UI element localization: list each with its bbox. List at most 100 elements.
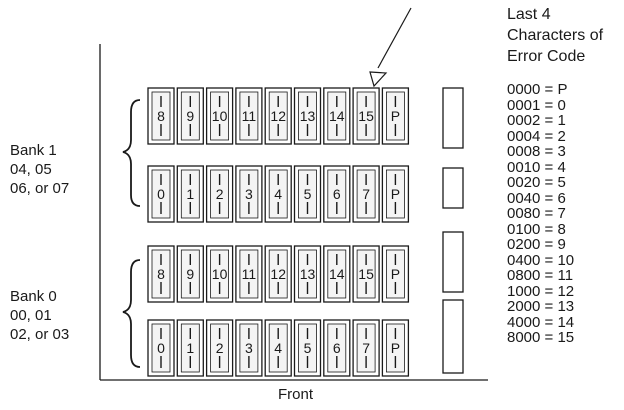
slot-label: 6 — [333, 340, 341, 356]
bank1-brace — [122, 99, 141, 207]
slot-label-backdrop — [153, 107, 169, 124]
memory-slot: 10 — [205, 245, 234, 303]
slot-label: 9 — [186, 108, 194, 124]
slot-label: 8 — [157, 108, 165, 124]
memory-slot: 8 — [147, 87, 175, 145]
memory-slot: 4 — [264, 165, 292, 223]
bank0-title: Bank 0 — [10, 288, 57, 305]
slot-label: 10 — [212, 108, 228, 124]
slot-label: 4 — [274, 186, 282, 202]
slot-label-backdrop — [270, 339, 287, 356]
memory-slot: P — [381, 319, 410, 377]
bank1-line: 06, or 07 — [10, 180, 70, 197]
error-code-entry: 0020 = 5 — [507, 174, 566, 191]
memory-slot: 7 — [352, 165, 380, 223]
memory-slot: 4 — [264, 319, 292, 377]
bank0-label: Bank 0 00, 01 02, or 03 — [10, 287, 69, 344]
memory-slot: 15 — [352, 245, 380, 303]
memory-slot: 1 — [176, 165, 204, 223]
slot-label: 15 — [358, 108, 374, 124]
memory-slot: P — [381, 87, 410, 145]
bank1-label: Bank 1 04, 05 06, or 07 — [10, 141, 69, 198]
slot-label: 7 — [362, 340, 370, 356]
memory-slot: 11 — [235, 245, 263, 303]
slot-label-backdrop — [299, 265, 316, 282]
connector-2 — [442, 167, 464, 209]
error-code-entry: 4000 = 14 — [507, 313, 575, 331]
slot-label: 1 — [186, 340, 194, 356]
error-code-entry: 0004 = 2 — [507, 127, 566, 145]
memory-slot: 1 — [176, 319, 204, 377]
slot-label-backdrop — [270, 107, 287, 124]
error-code-entry: 0200 = 9 — [507, 236, 566, 253]
memory-slot: 10 — [205, 87, 234, 145]
slot-label: 12 — [270, 266, 286, 282]
slot-label-backdrop — [328, 339, 345, 356]
slot-label-backdrop — [358, 107, 375, 124]
slot-label-backdrop — [387, 265, 404, 282]
slot-label: 2 — [216, 340, 224, 356]
slot-label: 9 — [186, 266, 194, 282]
slot-label: P — [391, 266, 400, 282]
slot-label-backdrop — [182, 339, 199, 356]
connector-3 — [442, 231, 464, 293]
slot-label: 6 — [333, 186, 341, 202]
connector-4 — [442, 299, 464, 374]
slot-label-backdrop — [299, 107, 316, 124]
slot-label-backdrop — [153, 265, 169, 282]
slot-label-backdrop — [182, 107, 199, 124]
slot-label: 1 — [186, 186, 194, 202]
error-code-entry: 0800 = 11 — [507, 267, 574, 284]
slot-label: 3 — [245, 186, 253, 202]
slot-label: P — [391, 108, 400, 124]
slot-label-backdrop — [358, 339, 375, 356]
memory-slot: 0 — [147, 319, 175, 377]
slot-label-backdrop — [328, 265, 345, 282]
memory-slot: 0 — [147, 165, 175, 223]
error-code-entry: 8000 = 15 — [507, 329, 575, 346]
slot-label: 14 — [329, 266, 345, 282]
error-code-entry: 0010 = 4 — [507, 158, 566, 176]
slot-label: 11 — [242, 266, 257, 282]
memory-slot: 2 — [205, 319, 234, 377]
bank1-title: Bank 1 — [10, 142, 57, 159]
memory-slot: 2 — [205, 165, 234, 223]
error-code-entry: 0001 = 0 — [507, 96, 566, 114]
memory-slot: 5 — [293, 319, 322, 377]
slot-label-backdrop — [211, 265, 228, 282]
slot-label-backdrop — [240, 339, 257, 356]
slot-label-backdrop — [211, 185, 228, 202]
slot-label-backdrop — [182, 185, 199, 202]
slot-label-backdrop — [240, 185, 257, 202]
slot-label-backdrop — [387, 185, 404, 202]
memory-slot: 6 — [323, 319, 351, 377]
pointer-arrow-head — [369, 71, 388, 88]
slot-label-backdrop — [328, 185, 345, 202]
slot-label: 8 — [157, 266, 165, 282]
memory-slot: 3 — [235, 319, 263, 377]
error-code-entry: 0100 = 8 — [507, 220, 566, 238]
memory-slot: 6 — [323, 165, 351, 223]
error-code-entry: 0002 = 1 — [507, 112, 566, 129]
slot-label: 15 — [358, 266, 374, 282]
error-code-entry: 0080 = 7 — [507, 205, 566, 222]
slot-label: 10 — [212, 266, 228, 282]
memory-slot: P — [381, 245, 410, 303]
error-code-entry: 0000 = P — [507, 81, 568, 98]
bank0-line: 00, 01 — [10, 307, 52, 324]
memory-slot: 8 — [147, 245, 175, 303]
slot-label-backdrop — [358, 185, 375, 202]
slot-label: 13 — [300, 108, 316, 124]
memory-slot: P — [381, 165, 410, 223]
error-code-entry: 0400 = 10 — [507, 251, 575, 269]
memory-slot: 15 — [352, 87, 380, 145]
memory-slot: 7 — [352, 319, 380, 377]
slot-label-backdrop — [270, 265, 287, 282]
slot-label-backdrop — [211, 339, 228, 356]
error-code-entry: 2000 = 13 — [507, 298, 575, 315]
bank0-brace — [122, 259, 141, 368]
pointer-arrow-line — [377, 7, 412, 69]
